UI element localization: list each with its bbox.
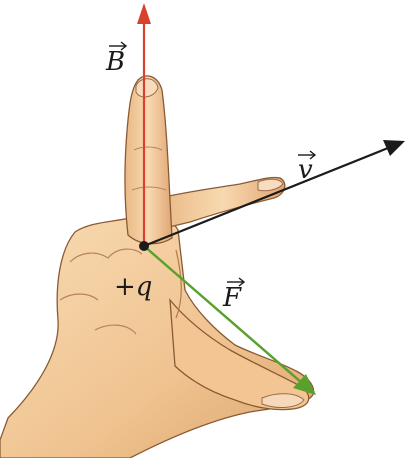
label-B-vector-arrow [109,41,128,51]
v-arrowhead [383,140,405,156]
label-v-text: v [298,155,313,185]
label-B-text: B [105,47,125,77]
force-vector-F [143,245,316,395]
palm-crease [175,249,182,319]
label-F-vector-arrow [227,277,246,287]
palm [0,214,315,458]
index-fingernail [135,78,159,98]
v-arrow-shaft [143,146,389,248]
B-arrowhead [137,3,151,24]
field-vector-B [137,3,151,246]
F-arrowhead [293,374,316,395]
middle-finger [159,176,286,229]
index-creases [131,146,167,191]
velocity-vector-v [143,140,405,248]
label-B: B [105,41,128,77]
label-charge: +q [114,272,152,302]
hand-illustration [0,75,315,458]
thumb [169,298,310,411]
charge-point [139,241,149,251]
index-finger [124,75,173,245]
thumbnail [261,393,305,408]
label-F-text: F [222,283,242,313]
label-v-vector-arrow [298,150,317,160]
F-arrow-shaft [143,245,303,384]
label-F: F [222,277,246,313]
curled-fingers [59,248,143,335]
label-v: v [298,150,317,185]
middle-fingernail [257,178,284,192]
